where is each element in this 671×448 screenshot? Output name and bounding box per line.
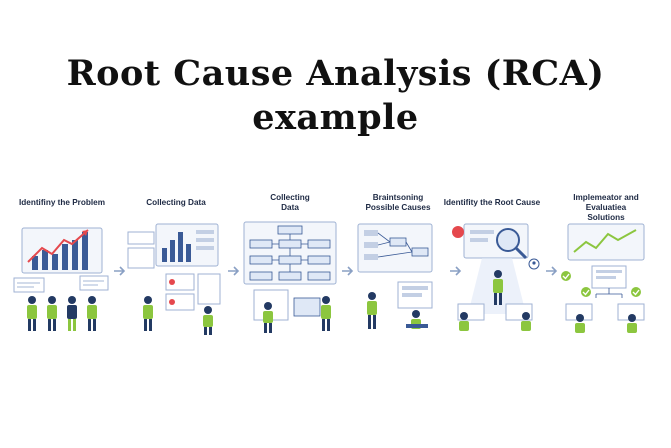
- person-figure: [27, 296, 37, 331]
- step-illustration: [13, 227, 109, 331]
- magnifier-icon: [496, 228, 528, 260]
- data-card: [127, 231, 155, 245]
- arrow-right-icon: [450, 266, 462, 276]
- trend-line: [573, 229, 637, 253]
- step-label-line: Implemeator and Evaluatiea: [573, 193, 639, 212]
- diagram-node: [249, 255, 273, 265]
- step-identify-root-cause: Identifity the Root Cause: [442, 188, 542, 338]
- arrow-right-icon: [114, 266, 126, 276]
- person-figure: [321, 296, 331, 331]
- diagram-node: [307, 255, 331, 265]
- step-collecting-data-2: Collecting Data: [240, 188, 340, 338]
- diagram-node: [278, 239, 302, 249]
- data-card: [127, 247, 155, 269]
- person-figure: [521, 312, 531, 331]
- title-line-2: example: [252, 97, 419, 138]
- person-figure: [143, 296, 153, 331]
- person-figure: [627, 314, 637, 333]
- person-figure: [493, 270, 503, 305]
- step-label: Identifity the Root Cause: [442, 198, 542, 208]
- trend-line: [27, 229, 89, 263]
- laptop-screen: [293, 297, 321, 317]
- step-identify-problem: Identifiny the Problem: [12, 188, 112, 338]
- user-icon: [528, 258, 540, 270]
- step-label-line: Braintsoning: [372, 193, 424, 202]
- step-label: Braintsoning Possible Causes: [348, 193, 448, 213]
- step-label-line: Collecting Data: [146, 198, 206, 207]
- step-label-line: Possible Causes: [365, 203, 431, 212]
- diagram-connector: [272, 234, 308, 272]
- person-figure: [47, 296, 57, 331]
- chart-bar: [82, 232, 88, 270]
- diagram-node: [277, 225, 303, 235]
- arrow-right-icon: [228, 266, 240, 276]
- step-label: Identifiny the Problem: [12, 198, 112, 208]
- title-line-1: Root Cause Analysis (RCA): [66, 53, 605, 94]
- alert-card: [165, 273, 195, 291]
- alert-icon: [169, 279, 175, 285]
- step-label-line: Identifity the Root Cause: [443, 198, 541, 207]
- trend-arrowhead: [82, 230, 88, 236]
- chart-bar: [32, 256, 38, 270]
- diagram-node: [307, 271, 331, 281]
- step-illustration: [243, 221, 337, 333]
- person-figure: [367, 292, 377, 329]
- diagram-node: [278, 255, 302, 265]
- chart-bar: [52, 254, 58, 270]
- results-panel: [567, 223, 645, 261]
- step-illustration: [452, 223, 540, 331]
- page-title: Root Cause Analysis (RCA) example: [0, 52, 671, 140]
- chart-bar: [62, 244, 68, 270]
- check-icon: [631, 287, 641, 297]
- person-figure: [406, 310, 428, 329]
- note-card: [13, 277, 45, 293]
- alert-icon: [169, 299, 175, 305]
- step-label-line: Identifiny the Problem: [19, 198, 105, 207]
- diagram-node: [249, 271, 273, 281]
- person-figure: [67, 296, 77, 331]
- person-figure: [87, 296, 97, 331]
- flow-connector: [377, 232, 413, 258]
- step-brainstorming-causes: Braintsoning Possible Causes: [348, 188, 448, 338]
- step-illustration: [357, 223, 433, 329]
- chart-bar: [42, 250, 48, 270]
- step-collecting-data: Collecting Data: [126, 188, 226, 338]
- process-steps: Identifiny the Problem: [12, 188, 664, 338]
- diagram-node: [278, 271, 302, 281]
- step-illustration: [561, 223, 645, 333]
- step-label: Collecting Data: [240, 193, 340, 213]
- person-figure: [263, 302, 273, 333]
- chart-bar: [72, 240, 78, 270]
- step-label-line: Collecting: [270, 193, 310, 202]
- step-label-line: Data: [281, 203, 299, 212]
- step-label-line: Solutions: [587, 213, 625, 222]
- alert-card: [165, 293, 195, 311]
- diagram-node: [249, 239, 273, 249]
- person-figure: [459, 312, 469, 331]
- step-label: Collecting Data: [126, 198, 226, 208]
- diagram-node: [307, 239, 331, 249]
- step-implement-evaluate: Implemeator and Evaluatiea Solutions: [556, 188, 656, 338]
- step-label: Implemeator and Evaluatiea Solutions: [556, 193, 656, 223]
- alert-icon: [452, 226, 464, 238]
- arrow-right-icon: [546, 266, 558, 276]
- person-figure: [575, 314, 585, 333]
- arrow-right-icon: [342, 266, 354, 276]
- check-icon: [561, 271, 571, 281]
- person-figure: [203, 306, 213, 335]
- check-icon: [581, 287, 591, 297]
- step-illustration: [127, 223, 221, 335]
- note-card: [79, 275, 109, 291]
